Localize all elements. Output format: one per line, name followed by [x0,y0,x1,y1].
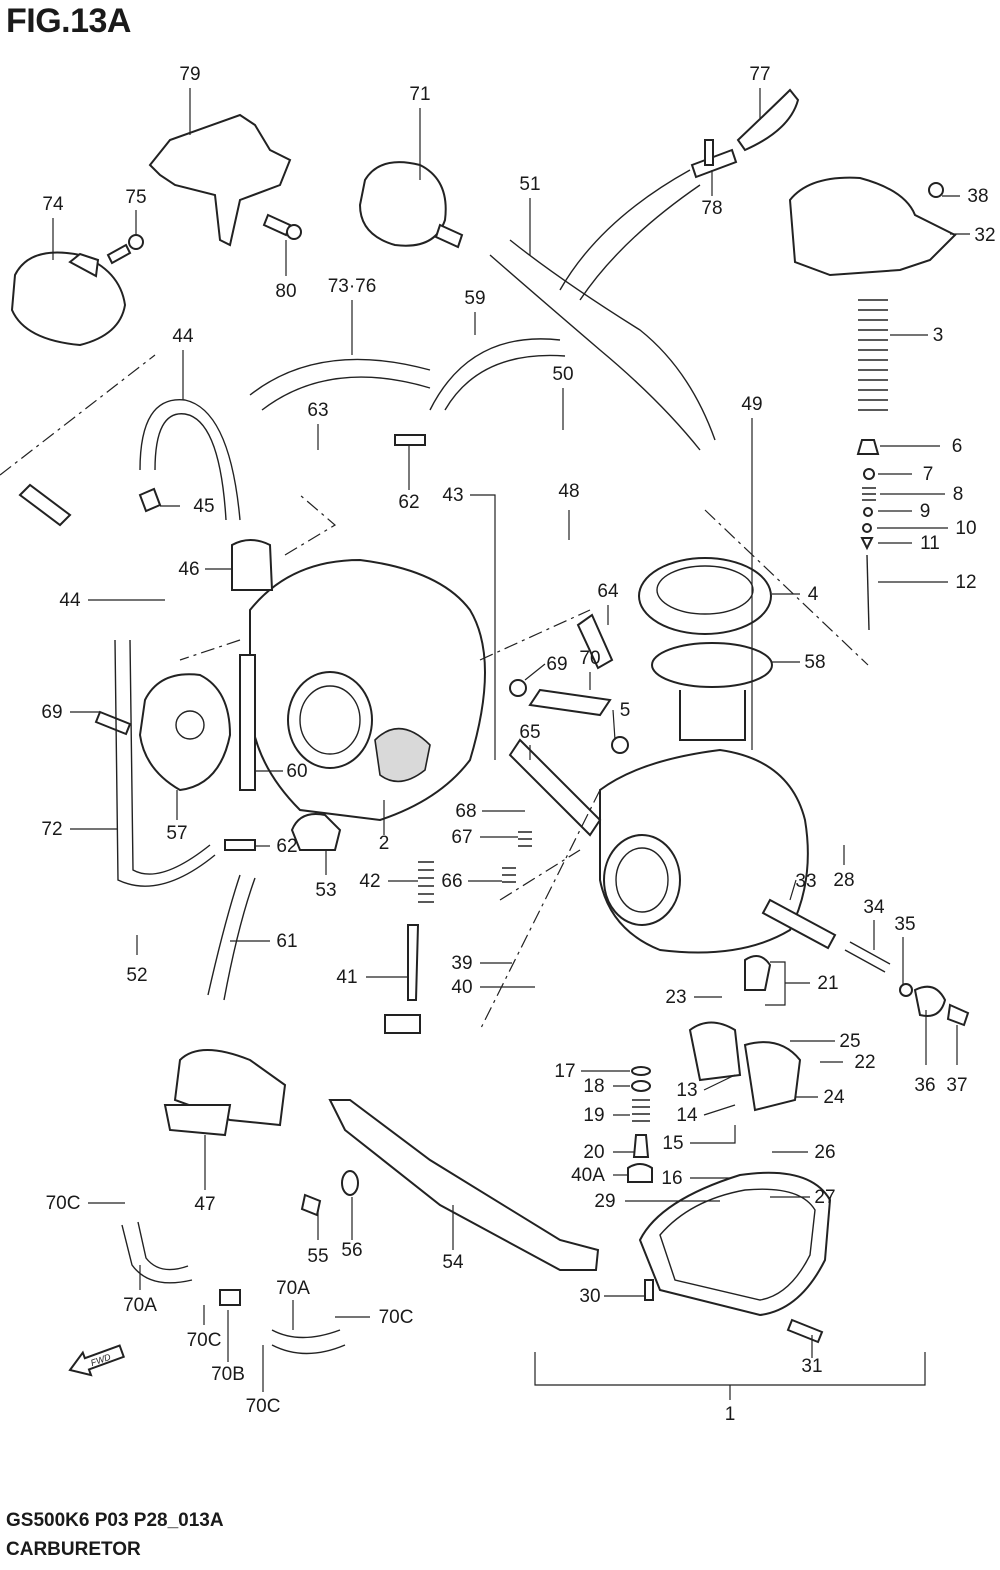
callout-16: 16 [661,1168,682,1189]
callout-68: 68 [455,801,476,822]
callout-62: 62 [398,492,419,513]
callout-1: 1 [725,1404,736,1425]
callout-8: 8 [953,484,964,505]
callout-39: 39 [451,953,472,974]
callout-77: 77 [749,64,770,85]
callout-58: 58 [804,652,825,673]
callout-61: 61 [276,931,297,952]
callout-65: 65 [519,722,540,743]
callout-5: 5 [620,700,631,721]
callout-48: 48 [558,481,579,502]
callout-23: 23 [665,987,686,1008]
callout-22: 22 [854,1052,875,1073]
callout-9: 9 [920,501,931,522]
callout-21: 21 [817,973,838,994]
callout-20: 20 [583,1142,604,1163]
callout-53: 53 [315,880,336,901]
callout-69: 69 [41,702,62,723]
callout-60: 60 [286,761,307,782]
callout-70: 70 [579,648,600,669]
callout-66: 66 [441,871,462,892]
callout-14: 14 [676,1105,698,1126]
callout-55: 55 [307,1246,328,1267]
callout-45: 45 [193,496,214,517]
callout-32: 32 [974,225,995,246]
callout-62: 62 [276,836,297,857]
callout-26: 26 [814,1142,835,1163]
callout-52: 52 [126,965,147,986]
callout-78: 78 [701,198,722,219]
callout-79: 79 [179,64,200,85]
callout-67: 67 [451,827,472,848]
callout-43: 43 [442,485,463,506]
callout-37: 37 [946,1075,967,1096]
callout-2: 2 [379,833,390,854]
callout-7: 7 [923,464,934,485]
callout-54: 54 [442,1252,464,1273]
callout-41: 41 [336,967,357,988]
callout-44: 44 [59,590,81,611]
callout-70A: 70A [123,1295,157,1316]
callout-42: 42 [359,871,380,892]
callout-70C: 70C [187,1330,222,1351]
leader-lines [52,88,970,1400]
callout-40: 40 [451,977,472,998]
callout-59: 59 [464,288,485,309]
callout-6: 6 [952,436,963,457]
figure-code: GS500K6 P03 P28_013A [6,1510,224,1531]
callout-10: 10 [955,518,976,539]
callout-70C: 70C [379,1307,414,1328]
callout-11: 11 [920,533,940,554]
callout-15: 15 [662,1133,683,1154]
figure-name: CARBURETOR [6,1539,141,1560]
callout-44: 44 [172,326,194,347]
callout-51: 51 [519,174,540,195]
callout-30: 30 [579,1286,600,1307]
callout-3: 3 [933,325,944,346]
callout-29: 29 [594,1191,615,1212]
callout-38: 38 [967,186,988,207]
part-drawings [10,88,970,1355]
callout-49: 49 [741,394,762,415]
callout-70B: 70B [211,1364,245,1385]
callout-12: 12 [955,572,976,593]
dashed-connections [0,354,869,1031]
callout-57: 57 [166,823,187,844]
callout-69: 69 [546,654,567,675]
callout-70C: 70C [46,1193,81,1214]
callout-27: 27 [814,1187,835,1208]
callout-35: 35 [894,914,915,935]
callout-24: 24 [823,1087,845,1108]
callout-13: 13 [676,1080,697,1101]
callout-72: 72 [41,819,62,840]
callout-28: 28 [833,870,854,891]
callout-47: 47 [194,1194,215,1215]
callout-75: 75 [125,187,146,208]
callout-50: 50 [552,364,573,385]
callout-64: 64 [597,581,619,602]
fwd-arrow-icon: FWD [68,1344,126,1377]
callout-63: 63 [307,400,328,421]
callout-33: 33 [795,871,816,892]
callout-70A: 70A [276,1278,310,1299]
callout-18: 18 [583,1076,604,1097]
callout-17: 17 [554,1061,575,1082]
callout-19: 19 [583,1105,604,1126]
callout-31: 31 [801,1356,822,1377]
callout-70C: 70C [246,1396,281,1417]
callout-56: 56 [341,1240,362,1261]
callout-25: 25 [839,1031,860,1052]
callout-46: 46 [178,559,199,580]
figure-title: FIG.13A [6,2,131,40]
callout-40A: 40A [571,1165,605,1186]
callout-71: 71 [409,84,430,105]
callout-4: 4 [808,584,819,605]
callout-74: 74 [42,194,64,215]
callout-36: 36 [914,1075,935,1096]
callout-73-76: 73·76 [328,276,377,297]
callout-34: 34 [863,897,885,918]
callout-80: 80 [275,281,296,302]
